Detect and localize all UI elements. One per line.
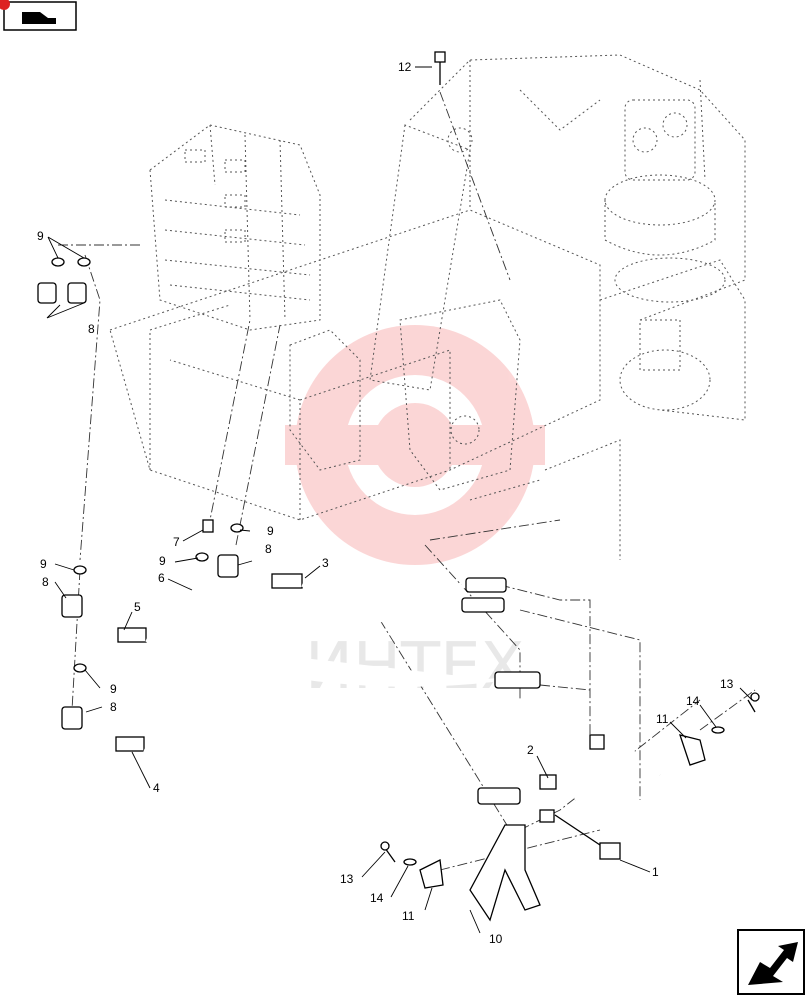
fittings-mid <box>61 519 244 730</box>
callout-11a: 11 <box>656 712 669 726</box>
callout-9d: 9 <box>40 557 47 571</box>
swing-motor <box>604 79 726 411</box>
callout-14a: 14 <box>686 694 700 708</box>
callout-3: 3 <box>322 556 329 570</box>
bolt-12 <box>434 51 446 85</box>
callout-9e: 9 <box>110 682 117 696</box>
callout-6: 6 <box>158 571 165 585</box>
pipe-1 <box>539 773 721 860</box>
callout-13b: 13 <box>340 872 354 886</box>
callout-8d: 8 <box>110 700 117 714</box>
control-valve-block <box>149 124 321 331</box>
callout-4: 4 <box>153 781 160 795</box>
callout-9c: 9 <box>159 554 166 568</box>
leader-lines <box>46 66 753 934</box>
callout-labels: 1 2 3 4 5 6 7 8 8 8 8 9 9 9 9 9 10 11 11… <box>37 60 734 946</box>
centre-lines <box>58 91 756 871</box>
clamp-11-right <box>679 692 760 766</box>
callout-5: 5 <box>134 600 141 614</box>
callout-10: 10 <box>489 932 503 946</box>
callout-12: 12 <box>398 60 412 74</box>
hose-6 <box>185 586 505 626</box>
bracket-10 <box>469 824 541 922</box>
callout-9b: 9 <box>267 524 274 538</box>
pipe-2 <box>539 734 636 802</box>
callout-8a: 8 <box>88 322 95 336</box>
book-page-icon[interactable] <box>0 0 77 31</box>
watermark-logo <box>285 325 545 565</box>
machine-frame <box>109 54 746 560</box>
hose-4 <box>115 736 521 805</box>
callout-13a: 13 <box>720 677 734 691</box>
next-page-arrow-icon[interactable] <box>737 929 805 995</box>
hose-3 <box>271 573 507 600</box>
callout-8b: 8 <box>265 542 272 556</box>
callout-11b: 11 <box>402 909 415 923</box>
fitting-8-top <box>37 257 91 304</box>
clamp-11-left <box>380 841 444 889</box>
hose-5 <box>117 627 541 689</box>
callout-8c: 8 <box>42 575 49 589</box>
callout-7: 7 <box>173 535 180 549</box>
callout-2: 2 <box>527 743 534 757</box>
callout-9a: 9 <box>37 229 44 243</box>
callout-14b: 14 <box>370 891 384 905</box>
callout-1: 1 <box>652 865 659 879</box>
